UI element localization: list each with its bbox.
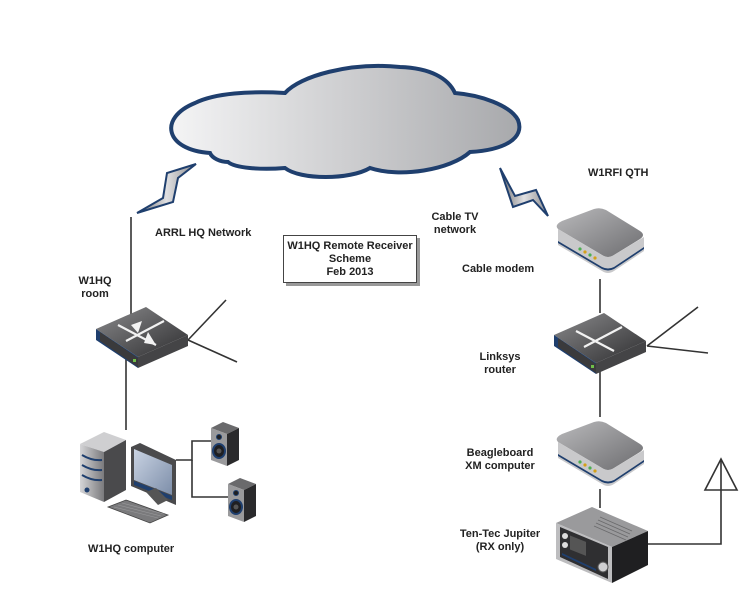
w1hq-computer-label: W1HQ computer <box>88 543 175 555</box>
speaker-icon <box>228 478 256 522</box>
beagleboard-icon <box>556 421 644 486</box>
cable-tv-network-label: Cable TV network <box>431 211 479 236</box>
title-line-2: Scheme <box>328 253 372 265</box>
network-switch-icon <box>96 307 188 368</box>
beagleboard-label: Beagleboard XM computer <box>465 447 535 472</box>
link-switch-port-b <box>187 339 238 363</box>
linksys-router-icon <box>554 313 646 374</box>
wan-link-left-icon <box>136 163 197 214</box>
internet-cloud-icon <box>169 64 522 179</box>
speaker-icon <box>211 422 239 466</box>
link-computer-to-speakers <box>176 440 211 461</box>
link-router-port-b <box>646 345 709 354</box>
title-line-3: Feb 2013 <box>326 266 374 278</box>
arrl-hq-network-label: ARRL HQ Network <box>155 227 252 239</box>
link-radio-to-antenna <box>646 459 722 545</box>
cable-modem-label: Cable modem <box>462 263 535 275</box>
cable-modem-icon <box>556 208 644 273</box>
diagram-title-box: W1HQ Remote Receiver Scheme Feb 2013 <box>283 235 417 283</box>
link-computer-to-speaker-2 <box>191 460 228 498</box>
wan-link-right-icon <box>499 167 549 217</box>
link-switch-port-a <box>187 299 227 341</box>
desktop-computer-icon <box>80 432 176 524</box>
linksys-router-label: Linksys router <box>479 351 521 376</box>
link-router-port-a <box>646 306 699 347</box>
antenna-icon <box>703 457 739 491</box>
w1rfi-qth-label: W1RFI QTH <box>588 167 649 179</box>
ten-tec-jupiter-label: Ten-Tec Jupiter (RX only) <box>459 528 541 553</box>
w1hq-room-label: W1HQ room <box>78 275 112 300</box>
title-line-1: W1HQ Remote Receiver <box>287 240 413 252</box>
radio-receiver-icon <box>556 507 648 583</box>
connection-lines <box>125 217 722 545</box>
